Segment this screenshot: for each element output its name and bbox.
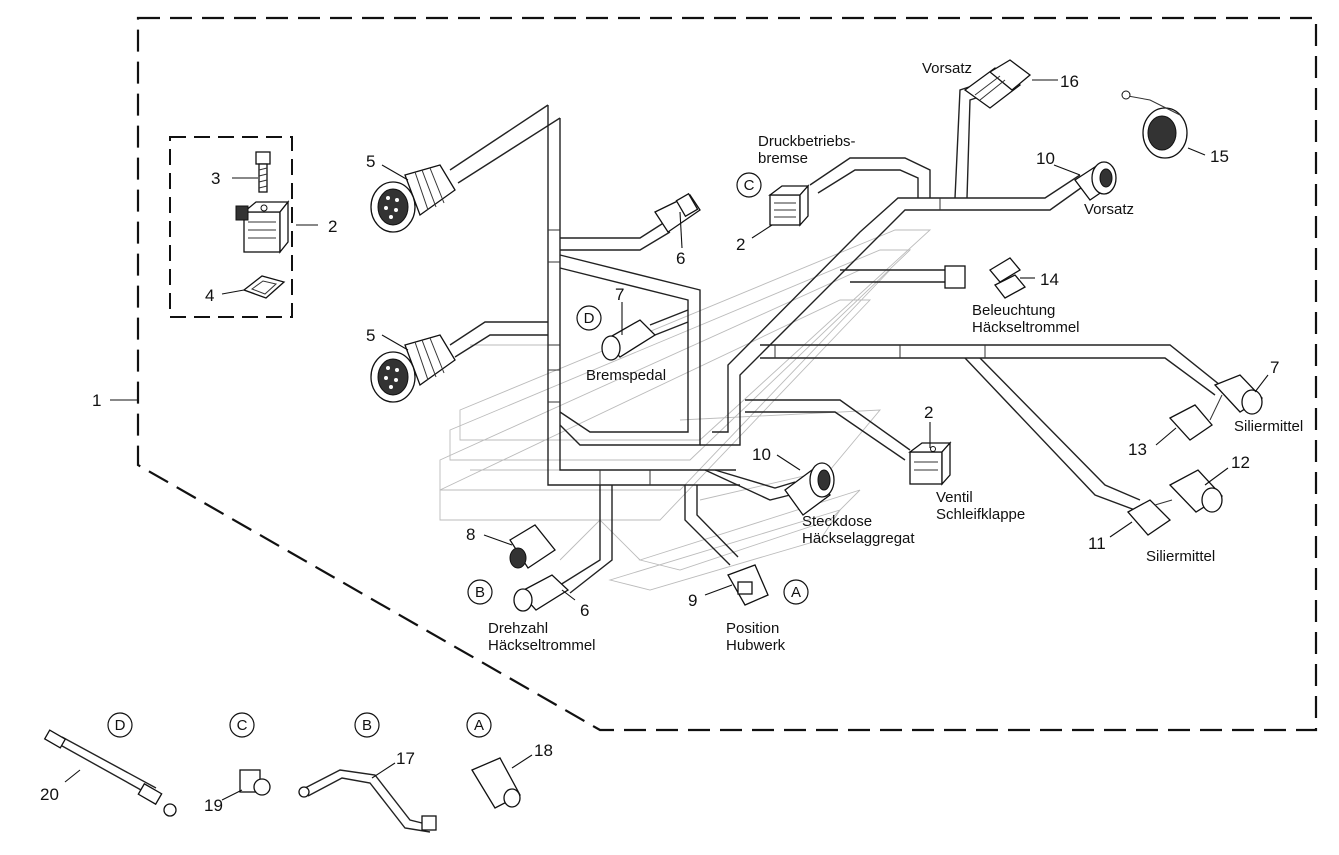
callout-4: 4: [205, 286, 214, 305]
connector-6-upper: [654, 192, 701, 233]
callout-5-upper: 5: [366, 152, 375, 171]
connector-6-lower: [513, 574, 570, 612]
label-ventil-2: Schleifklappe: [936, 506, 1025, 523]
valve-2-inset: [235, 200, 290, 254]
callout-10-steckdose: 10: [752, 445, 771, 464]
harness-boundary: [136, 16, 1318, 732]
callout-18: 18: [534, 741, 553, 760]
callout-2-inset: 2: [328, 217, 337, 236]
callout-10-vorsatz: 10: [1036, 149, 1055, 168]
callout-2-druckbremse: 2: [736, 235, 745, 254]
connector-10-vorsatz: [1074, 161, 1117, 201]
callout-11: 11: [1088, 534, 1106, 553]
callout-9: 9: [688, 591, 697, 610]
label-siliermittel-lower: Siliermittel: [1146, 548, 1215, 565]
label-beleuchtung-2: Häckseltrommel: [972, 319, 1080, 336]
callout-5-lower: 5: [366, 326, 375, 345]
connector-9: [727, 564, 769, 606]
label-steckdose-1: Steckdose: [802, 513, 872, 530]
leader-lines: [64, 79, 1269, 801]
valve-2-druckbremse: [768, 184, 810, 227]
view-b-drehzahl: B: [475, 584, 485, 601]
callout-1: 1: [92, 391, 101, 410]
callout-17: 17: [396, 749, 415, 768]
cap-15: [1121, 90, 1188, 159]
bolt-3: [255, 151, 271, 193]
connector-11: [1126, 499, 1172, 536]
gasket-4: [242, 275, 286, 299]
valve-2-schleifklappe: [908, 441, 952, 486]
callout-8: 8: [466, 525, 475, 544]
connector-13: [1168, 394, 1223, 441]
label-beleuchtung-1: Beleuchtung: [972, 302, 1055, 319]
callout-6-upper: 6: [676, 249, 685, 268]
sensor-19: [239, 769, 271, 796]
connector-7-siliermittel: [1213, 374, 1264, 415]
label-siliermittel-right: Siliermittel: [1234, 418, 1303, 435]
callout-2-ventil: 2: [924, 403, 933, 422]
cable-20: [43, 729, 177, 817]
connector-8: [509, 524, 556, 569]
callout-6-lower: 6: [580, 601, 589, 620]
connector-14: [944, 257, 1027, 299]
label-steckdose-2: Häckselaggregat: [802, 530, 915, 547]
view-d-detail: D: [115, 717, 126, 734]
callout-12: 12: [1231, 453, 1250, 472]
inset-box: [169, 136, 293, 318]
view-d-bremspedal: D: [584, 310, 595, 327]
view-c-detail: C: [237, 717, 248, 734]
callout-13: 13: [1128, 440, 1147, 459]
connector-5-lower: [370, 334, 456, 403]
label-druckbetriebsbremse-1: Druckbetriebs-: [758, 133, 856, 150]
label-position-2: Hubwerk: [726, 637, 786, 654]
view-a-position: A: [791, 584, 801, 601]
label-vorsatz-top: Vorsatz: [922, 60, 972, 77]
label-druckbetriebsbremse-2: bremse: [758, 150, 808, 167]
callout-15: 15: [1210, 147, 1229, 166]
main-harness: [449, 84, 1221, 594]
view-a-detail: A: [474, 717, 484, 734]
label-ventil-1: Ventil: [936, 489, 973, 506]
label-drehzahl-1: Drehzahl: [488, 620, 548, 637]
callout-14: 14: [1040, 270, 1059, 289]
label-position-1: Position: [726, 620, 779, 637]
callout-19: 19: [204, 796, 223, 815]
label-vorsatz-right: Vorsatz: [1084, 201, 1134, 218]
callout-7-bremspedal: 7: [615, 285, 624, 304]
connector-16-vorsatz: [963, 59, 1032, 109]
connector-12: [1154, 469, 1224, 513]
connector-18: [471, 757, 521, 809]
callout-16: 16: [1060, 72, 1079, 91]
connector-10-steckdose: [784, 462, 835, 516]
label-bremspedal: Bremspedal: [586, 367, 666, 384]
callout-20: 20: [40, 785, 59, 804]
callout-7-siliermittel: 7: [1270, 358, 1279, 377]
callout-3: 3: [211, 169, 220, 188]
connector-7-bremspedal: [601, 319, 657, 361]
view-circles: [107, 172, 809, 738]
view-b-detail: B: [362, 717, 372, 734]
connector-5-upper: [370, 164, 456, 233]
view-c-druckbremse: C: [744, 177, 755, 194]
cable-17: [298, 769, 437, 833]
label-drehzahl-2: Häckseltrommel: [488, 637, 596, 654]
